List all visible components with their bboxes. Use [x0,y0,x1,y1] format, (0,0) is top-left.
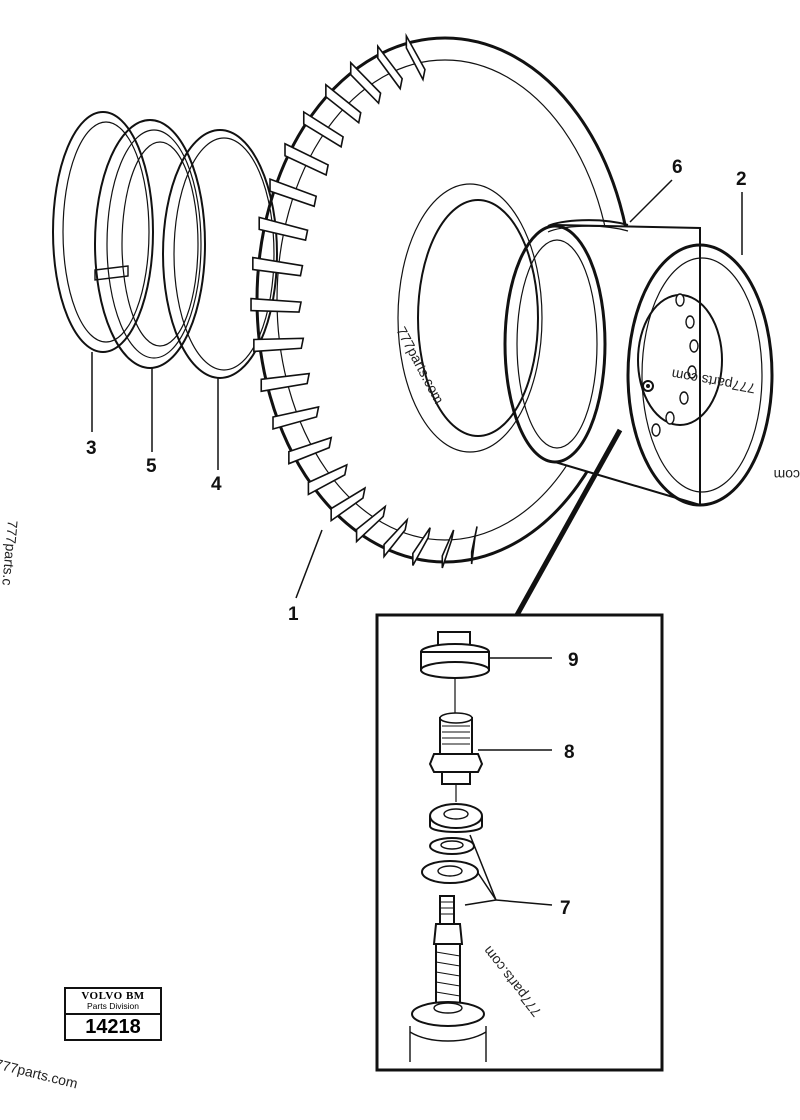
logo-division: Parts Division [66,1002,160,1015]
side-ring-part-3 [52,111,154,353]
tread-lug [258,216,309,242]
rim-bolt-hole [687,365,697,379]
valve-washers-part-7 [421,803,483,884]
rim-bolt-hole [665,411,675,425]
callout-5: 5 [146,456,157,477]
tread-lug [412,527,431,566]
tread-lug [349,60,382,105]
watermark-right-edge: com [774,467,800,483]
callout-2: 2 [736,169,747,190]
logo-part-number: 14218 [85,1016,141,1038]
tread-lug [355,504,387,544]
callout-1: 1 [288,604,299,625]
rim-bolt-hole [689,339,699,353]
callout-6: 6 [672,157,683,178]
tread-lug [288,436,333,465]
callout-7: 7 [560,898,571,919]
seat-ring-part-5 [94,119,206,369]
logo-brand: VOLVO BM [81,990,145,1002]
o-ring-part-6 [547,219,629,233]
callout-8: 8 [564,742,575,763]
tread-lug [330,486,367,523]
watermark-left-edge: 777parts.c [0,520,21,587]
tread-lug [272,405,320,431]
callout-9: 9 [568,650,579,671]
watermark-bottom: 777parts.com [0,1055,79,1091]
tread-lug [325,83,362,125]
valve-detail-inset [375,613,664,1072]
callout-3: 3 [86,438,97,459]
valve-stem [409,895,487,1062]
valve-cap-part-9 [420,631,490,679]
watermark-tyre: 777parts.com [393,324,447,406]
tread-lug [269,177,318,208]
tread-lug [441,529,455,569]
rim-bolt-hole [651,423,661,437]
volvo-bm-logo: VOLVO BM Parts Division 14218 [64,987,162,1041]
tread-lug [252,256,304,277]
tread-lug [470,526,478,565]
tread-lug [284,142,330,177]
watermark-valve: 777parts.com [480,943,545,1020]
rim-bolt-hole [685,315,695,329]
callout-4: 4 [211,474,222,495]
tread-lug [405,32,426,82]
tyre-part-1 [250,32,635,569]
tread-lug [302,110,344,149]
tread-lug [253,337,305,353]
tread-lug [250,297,302,313]
rim-part-2 [503,224,774,507]
valve-adapter-part-8 [428,712,484,785]
tread-lug [383,517,409,559]
tread-lug [307,463,348,496]
tread-lug [376,43,404,91]
lock-ring-part-4 [162,129,278,379]
tread-lug [260,372,311,393]
rim-bolt-hole [675,293,685,307]
rim-bolt-hole [679,391,689,405]
